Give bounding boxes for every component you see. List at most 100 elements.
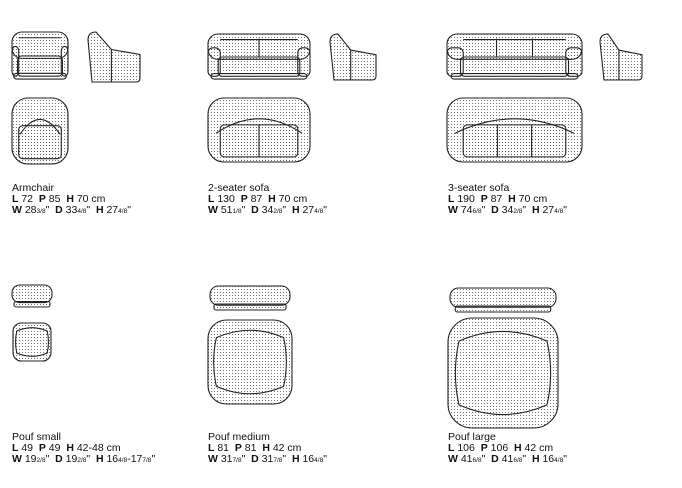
dimension-value: 49 xyxy=(18,442,39,454)
inch-mark: " xyxy=(127,204,131,216)
dimension-key: W xyxy=(12,453,22,465)
dimension-fraction: 4/8 xyxy=(314,457,324,464)
unit: cm xyxy=(287,442,302,454)
pouf-large-front-body xyxy=(449,287,557,308)
dimension-value: 70 xyxy=(515,193,534,205)
dimension-fraction: 6/8 xyxy=(472,208,482,215)
dimension-key: D xyxy=(251,453,259,465)
dimension-key: H xyxy=(531,204,540,216)
dimension-whole: 27 xyxy=(106,204,119,216)
dimension-whole: -17 xyxy=(127,453,143,465)
dimension-whole: 19 xyxy=(65,453,78,465)
inch-mark: " xyxy=(241,453,252,465)
dimension-fraction: 2/8 xyxy=(513,208,523,215)
dimension-key: P xyxy=(240,193,248,205)
dimension-key: P xyxy=(38,193,46,205)
imperial-dimensions: W 416/8" D 416/8" H 164/8" xyxy=(448,454,567,466)
unit: cm xyxy=(533,193,548,205)
dimension-key: D xyxy=(251,204,259,216)
three-seater-top-seat xyxy=(462,124,567,158)
dimension-key: H xyxy=(268,193,276,205)
dimension-fraction: 4/8 xyxy=(314,208,324,215)
dimension-key: W xyxy=(208,453,218,465)
dimension-whole: 41 xyxy=(501,453,514,465)
dimension-value: 81 xyxy=(241,442,263,454)
armchair-back xyxy=(11,31,69,59)
dimension-whole: 34 xyxy=(501,204,514,216)
dimension-whole: 33 xyxy=(65,204,78,216)
dimension-whole: 31 xyxy=(220,453,233,465)
dimension-value: 190 xyxy=(454,193,481,205)
dimension-value: 70 xyxy=(275,193,294,205)
dimension-whole: 41 xyxy=(460,453,473,465)
dimension-key: L xyxy=(448,442,455,454)
inch-mark: " xyxy=(282,453,292,465)
product-name: Armchair xyxy=(12,182,55,194)
three-seater-side-body xyxy=(599,33,643,81)
dimension-value: 72 xyxy=(18,193,39,205)
dimension-key: D xyxy=(491,453,499,465)
dimension-key: H xyxy=(508,193,516,205)
dimension-key: H xyxy=(531,453,540,465)
dimension-key: H xyxy=(514,442,522,454)
pouf-medium-top-outer xyxy=(207,319,293,405)
product-name: 2-seater sofa xyxy=(208,182,270,194)
dimension-value: 49 xyxy=(45,442,67,454)
dimension-value: 87 xyxy=(487,193,509,205)
armchair-side-body xyxy=(87,31,141,83)
inch-mark: " xyxy=(563,453,567,465)
metric-dimensions: L 72 P 85 H 70 cm xyxy=(12,194,131,205)
dimension-fraction: 7/8 xyxy=(142,457,152,464)
inch-mark: " xyxy=(45,204,56,216)
pouf-large-front-base xyxy=(454,305,552,313)
inch-mark: " xyxy=(151,453,156,465)
unit: cm xyxy=(539,442,554,454)
dimension-key: P xyxy=(480,193,488,205)
two-seater-side-body xyxy=(329,33,377,81)
dimension-whole: 16 xyxy=(106,453,119,465)
dimension-value: 81 xyxy=(214,442,235,454)
dimension-value: 42 xyxy=(269,442,288,454)
dimension-value: 85 xyxy=(45,193,67,205)
dimension-key: H xyxy=(291,204,300,216)
dimension-fraction: 3/8 xyxy=(36,208,46,215)
inch-mark: " xyxy=(86,453,96,465)
dimension-fraction: 2/8 xyxy=(273,208,283,215)
dimension-value: 87 xyxy=(247,193,269,205)
armchair-base xyxy=(13,72,67,80)
inch-mark: " xyxy=(86,204,96,216)
inch-mark: " xyxy=(241,204,252,216)
imperial-dimensions: W 317/8" D 317/8" H 164/8" xyxy=(208,454,327,466)
dimension-whole: 28 xyxy=(24,204,37,216)
dimension-key: W xyxy=(12,204,22,216)
inch-mark: " xyxy=(282,204,292,216)
dimension-fraction: 4/8 xyxy=(554,457,564,464)
three-seater-back xyxy=(446,33,583,60)
dimension-key: H xyxy=(66,442,74,454)
metric-dimensions: L 130 P 87 H 70 cm xyxy=(208,194,327,205)
dimension-whole: 16 xyxy=(542,453,555,465)
inch-mark: " xyxy=(323,204,327,216)
pouf-large-top-cushion xyxy=(454,330,552,416)
inch-mark: " xyxy=(522,204,532,216)
dimension-whole: 16 xyxy=(302,453,315,465)
pouf-medium-top-cushion xyxy=(213,329,287,395)
dimension-key: H xyxy=(95,204,104,216)
dimension-whole: 27 xyxy=(302,204,315,216)
inch-mark: " xyxy=(563,204,567,216)
dimension-key: L xyxy=(448,193,455,205)
dimension-fraction: 4/8 xyxy=(118,457,128,464)
metric-dimensions: L 49 P 49 H 42-48 cm xyxy=(12,443,155,454)
dimension-key: D xyxy=(55,204,63,216)
pouf-medium-front-base xyxy=(213,303,287,311)
dimension-fraction: 4/8 xyxy=(77,208,87,215)
dimension-key: P xyxy=(480,442,488,454)
dimension-fraction: 4/8 xyxy=(118,208,128,215)
imperial-dimensions: W 511/8" D 342/8" H 274/8" xyxy=(208,205,327,217)
dimension-fraction: 1/8 xyxy=(232,208,242,215)
